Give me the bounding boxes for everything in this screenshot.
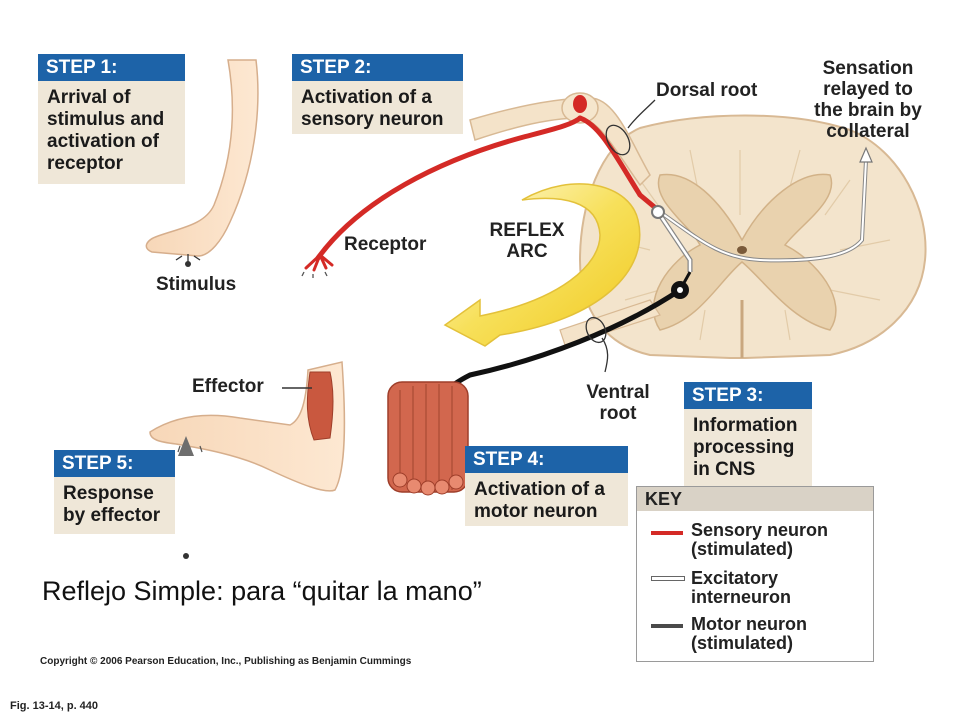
legend-item-line: (stimulated) <box>691 539 794 559</box>
legend-item-line: Motor neuron <box>691 614 807 634</box>
legend-item-sensory: Sensory neuron (stimulated) <box>691 521 828 559</box>
ventral-root-label: Ventral root <box>578 382 658 424</box>
arm-stimulus <box>145 59 259 267</box>
step-3-box: STEP 3: Information processing in CNS <box>684 382 812 486</box>
effector-label: Effector <box>192 376 264 397</box>
step-5-text: Response by effector <box>54 477 175 533</box>
sensation-line: the brain by <box>814 100 922 121</box>
reflex-arc-line: REFLEX <box>489 220 565 241</box>
step-5-line: by effector <box>63 505 161 526</box>
legend-swatch-motor <box>651 624 683 628</box>
sensation-line: collateral <box>826 121 910 142</box>
legend-item-motor: Motor neuron (stimulated) <box>691 615 807 653</box>
legend-item-line: interneuron <box>691 587 792 607</box>
interneuron <box>651 146 873 272</box>
step-1-line: Arrival of <box>47 87 131 108</box>
sensation-line: Sensation <box>822 58 914 79</box>
reflex-arc-label: REFLEX ARC <box>478 220 576 262</box>
step-5-title: STEP 5: <box>54 450 175 477</box>
step-1-box: STEP 1: Arrival of stimulus and activati… <box>38 54 185 184</box>
legend-item-interneuron: Excitatory interneuron <box>691 569 791 607</box>
stimulus-label: Stimulus <box>156 274 237 295</box>
step-3-text: Information processing in CNS <box>684 409 812 487</box>
dorsal-root <box>469 92 651 187</box>
legend-item-line: (stimulated) <box>691 633 794 653</box>
step-4-text: Activation of a motor neuron <box>465 473 628 529</box>
step-3-title: STEP 3: <box>684 382 812 409</box>
step-2-line: sensory neuron <box>301 109 444 130</box>
legend-item-line: Excitatory <box>691 568 779 588</box>
dorsal-root-label: Dorsal root <box>656 80 758 101</box>
step-3-line: Information <box>693 415 798 436</box>
slide-caption: Reflejo Simple: para “quitar la mano” <box>42 576 482 606</box>
figure-reference: Fig. 13-14, p. 440 <box>10 700 99 712</box>
reflex-arc-arrow <box>443 183 641 347</box>
step-4-line: Activation of a <box>474 479 605 500</box>
step-1-title: STEP 1: <box>38 54 185 81</box>
copyright-text: Copyright © 2006 Pearson Education, Inc.… <box>40 656 412 667</box>
step-4-title: STEP 4: <box>465 446 628 473</box>
step-2-line: Activation of a <box>301 87 432 108</box>
ventral-root-line: Ventral <box>586 382 650 403</box>
reflex-arc-line: ARC <box>506 241 548 262</box>
step-1-text: Arrival of stimulus and activation of re… <box>38 81 185 181</box>
step-1-line: receptor <box>47 153 124 174</box>
legend-swatch-sensory <box>651 531 683 535</box>
legend-swatch-interneuron <box>651 576 685 581</box>
label-pointers <box>585 99 656 373</box>
step-1-line: stimulus and <box>47 109 165 130</box>
sensation-label: Sensation relayed to the brain by collat… <box>804 58 932 142</box>
step-4-box: STEP 4: Activation of a motor neuron <box>465 446 628 526</box>
legend-title: KEY <box>637 487 873 511</box>
legend-key: KEY Sensory neuron (stimulated) Excitato… <box>636 486 874 662</box>
muscle-bundle <box>387 381 469 496</box>
step-3-line: in CNS <box>693 459 756 480</box>
legend-item-line: Sensory neuron <box>691 520 829 540</box>
step-2-text: Activation of a sensory neuron <box>292 81 463 137</box>
step-2-title: STEP 2: <box>292 54 463 81</box>
ventral-root-line: root <box>599 403 637 424</box>
step-2-box: STEP 2: Activation of a sensory neuron <box>292 54 463 134</box>
step-4-line: motor neuron <box>474 501 598 522</box>
sensation-line: relayed to <box>823 79 913 100</box>
receptor-label: Receptor <box>344 234 427 255</box>
step-3-line: processing <box>693 437 795 458</box>
arm-effector <box>149 361 346 559</box>
step-5-box: STEP 5: Response by effector <box>54 450 175 534</box>
step-1-line: activation of <box>47 131 159 152</box>
step-5-line: Response <box>63 483 154 504</box>
